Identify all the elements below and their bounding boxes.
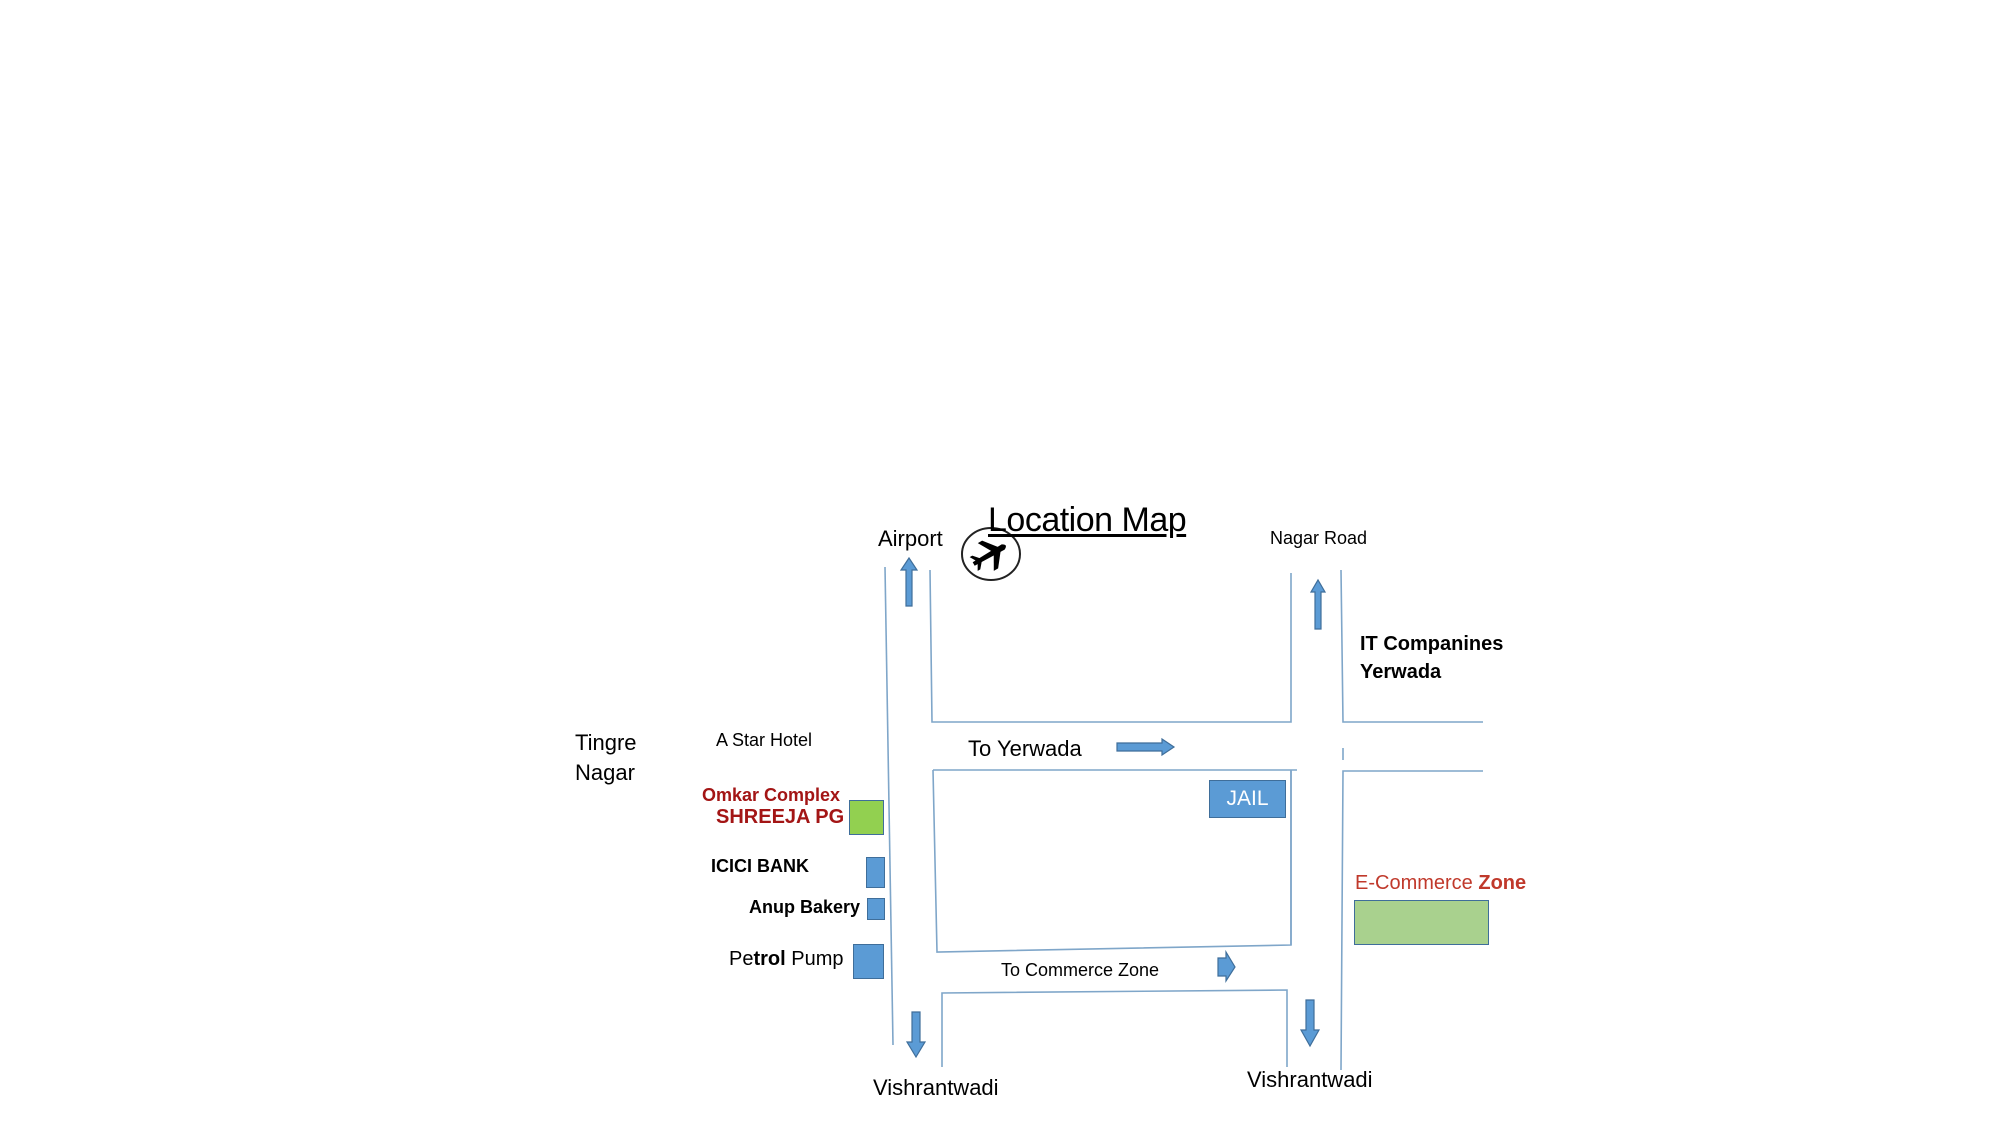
- vishrantwadi-right-label: Vishrantwadi: [1247, 1067, 1373, 1092]
- left-road-east-edge-upper: [929, 569, 1292, 723]
- petrol-label-trol: trol: [753, 948, 786, 970]
- tingre-nagar-label-line2: Nagar: [575, 760, 635, 785]
- jail-label: JAIL: [1226, 787, 1269, 810]
- shreeja-pg-label: SHREEJA PG: [716, 806, 845, 828]
- petrol-label-pump: Pump: [785, 948, 844, 970]
- a-star-hotel-label: A Star Hotel: [716, 730, 813, 750]
- ecommerce-zone-label: E-Commerce Zone: [1355, 873, 1526, 893]
- ecommerce-label-zone: Zone: [1478, 872, 1527, 894]
- omkar-complex-label: Omkar Complex: [702, 785, 841, 805]
- icici-bank-building: [866, 857, 885, 888]
- petrol-pump-label: Petrol Pump: [729, 949, 844, 969]
- right-road-east-edge-lower: [1340, 770, 1483, 1071]
- to-commerce-zone-label: To Commerce Zone: [1001, 960, 1160, 980]
- petrol-label-pe: Pe: [729, 948, 754, 970]
- jail-building: JAIL: [1209, 780, 1286, 818]
- anup-bakery-label: Anup Bakery: [749, 897, 861, 917]
- anup-bakery-building: [867, 898, 885, 920]
- right-road-east-edge-upper: [1340, 569, 1483, 723]
- map-title: Location Map: [988, 501, 1187, 539]
- shreeja-pg-building: [849, 800, 884, 835]
- ecommerce-zone-building: [1354, 900, 1489, 945]
- arrows: [899, 556, 1327, 1059]
- arrow-up-nagar-road: [1309, 578, 1327, 630]
- tingre-nagar-label-line1: Tingre: [575, 730, 637, 755]
- airplane-icon: [961, 527, 1021, 581]
- ecommerce-label-prefix: E-Commerce: [1355, 872, 1479, 894]
- arrow-down-vishrantwadi-right: [1299, 999, 1321, 1048]
- arrow-down-vishrantwadi-left: [905, 1011, 927, 1059]
- vishrantwadi-left-label: Vishrantwadi: [873, 1075, 999, 1100]
- icici-bank-label: ICICI BANK: [711, 856, 809, 876]
- left-road-east-edge-lower: [941, 989, 1288, 1067]
- roads: [884, 566, 1483, 1071]
- arrow-right-yerwada: [1116, 737, 1176, 757]
- arrow-up-airport: [899, 556, 919, 607]
- petrol-pump-building: [853, 944, 884, 979]
- it-companies-label-line2: Yerwada: [1360, 661, 1442, 683]
- it-companies-label-line1: IT Companines: [1360, 633, 1504, 655]
- arrow-right-commerce: [1217, 949, 1236, 984]
- nagar-road-label: Nagar Road: [1270, 528, 1368, 548]
- to-yerwada-label: To Yerwada: [968, 736, 1082, 761]
- airport-label: Airport: [878, 526, 943, 551]
- left-road-west-edge: [884, 566, 894, 1046]
